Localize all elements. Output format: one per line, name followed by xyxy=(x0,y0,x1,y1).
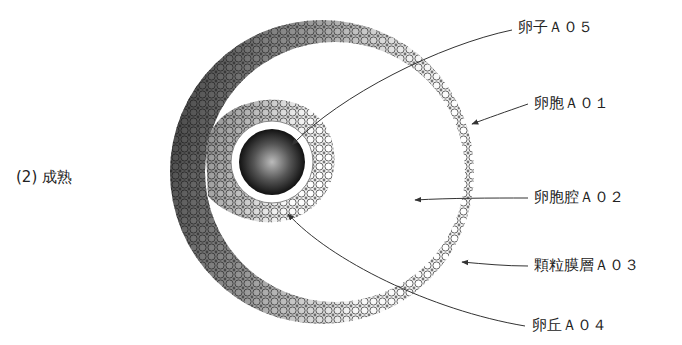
follicle-wall xyxy=(170,20,474,324)
leader-line xyxy=(472,104,528,124)
leader-line xyxy=(288,214,525,326)
stage-label: (2) 成熟 xyxy=(14,168,74,186)
part-label: 卵子Ａ０５ xyxy=(516,18,595,36)
cumulus-shading xyxy=(206,100,335,222)
part-label: 卵丘Ａ０４ xyxy=(530,316,609,334)
ovum xyxy=(239,129,305,195)
cumulus-mound xyxy=(206,100,335,222)
part-label: 顆粒膜層Ａ０３ xyxy=(532,256,641,274)
part-label: 卵胞Ａ０１ xyxy=(532,94,611,112)
leader-line xyxy=(462,262,528,266)
zona-pellucida xyxy=(231,121,313,203)
leader-line xyxy=(292,30,512,145)
leader-line xyxy=(415,198,528,200)
part-label: 卵胞腔Ａ０２ xyxy=(532,188,626,206)
wall-shading xyxy=(170,20,474,324)
